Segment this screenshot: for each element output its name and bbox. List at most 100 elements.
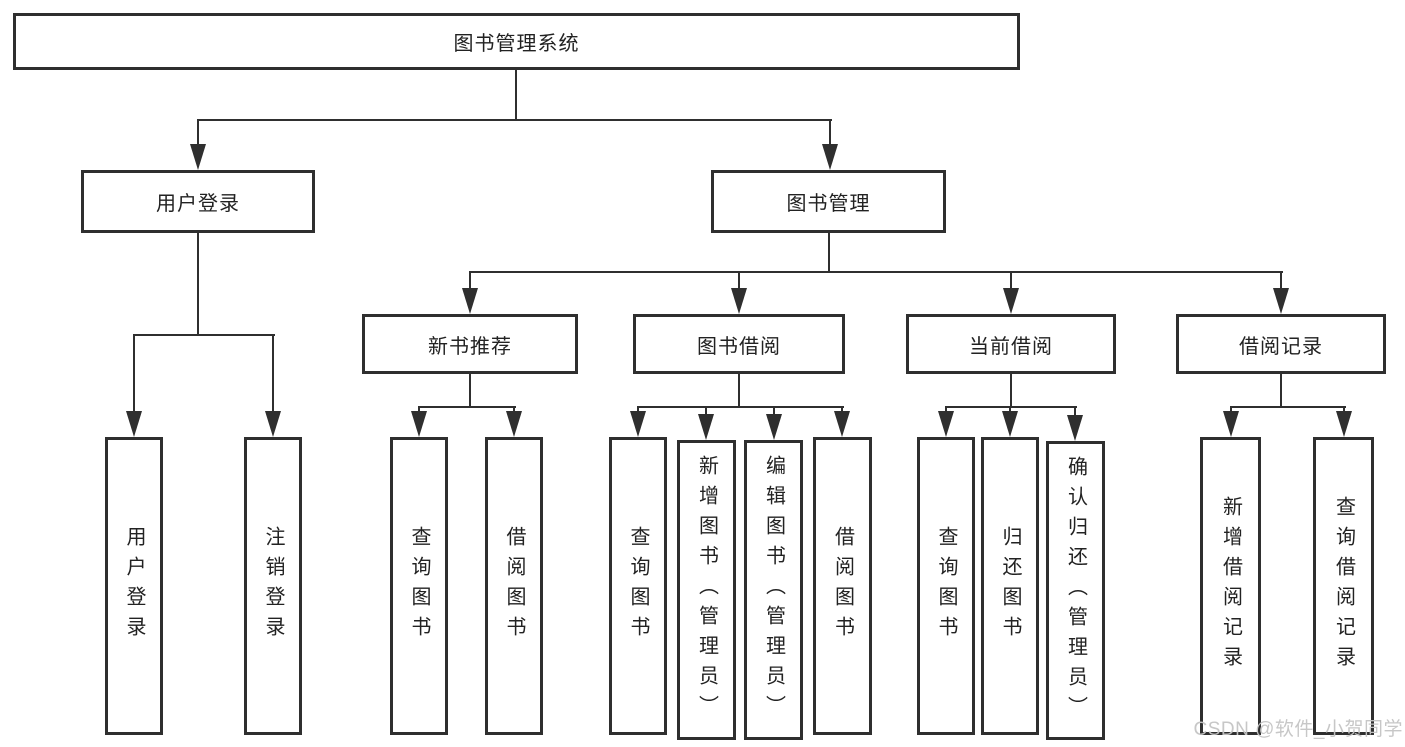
connector-vline: [197, 233, 199, 336]
connector-vline: [469, 374, 471, 408]
leaf-label: 借阅图书: [831, 526, 854, 646]
arrow-down: [698, 406, 714, 440]
arrow-head-icon: [506, 411, 522, 437]
leaf-add-book-admin: 新增图书（管理员）: [677, 440, 736, 740]
leaf-label: 查询图书: [935, 526, 957, 646]
arrow-shaft: [738, 271, 740, 296]
connector-hline: [637, 406, 844, 408]
arrow-down: [1336, 406, 1352, 437]
arrow-head-icon: [834, 411, 850, 437]
leaf-user-login: 用户登录: [105, 437, 163, 735]
arrow-down: [822, 119, 838, 170]
arrow-down: [630, 406, 646, 437]
node-current-borrowing: 当前借阅: [906, 314, 1116, 374]
arrow-head-icon: [1223, 411, 1239, 437]
arrow-head-icon: [822, 144, 838, 170]
leaf-edit-book-admin: 编辑图书（管理员）: [744, 440, 803, 740]
arrow-head-icon: [1003, 288, 1019, 314]
leaf-query-books-current: 查询图书: [917, 437, 975, 735]
connector-hline: [197, 119, 832, 121]
arrow-head-icon: [1273, 288, 1289, 314]
leaf-label: 查询图书: [627, 526, 649, 646]
leaf-query-books-borrowing: 查询图书: [609, 437, 667, 735]
arrow-head-icon: [1336, 411, 1352, 437]
node-label: 图书管理系统: [453, 33, 580, 55]
arrow-down: [731, 271, 747, 314]
arrow-shaft: [1074, 406, 1076, 423]
arrow-down: [1223, 406, 1239, 437]
connector-vline: [1010, 374, 1012, 408]
arrow-down: [1273, 271, 1289, 314]
leaf-logout: 注销登录: [244, 437, 302, 735]
arrow-head-icon: [1067, 415, 1083, 441]
arrow-shaft: [1010, 271, 1012, 296]
arrow-down: [462, 271, 478, 314]
connector-hline: [1230, 406, 1346, 408]
leaf-label: 注销登录: [262, 526, 284, 646]
leaf-label: 归还图书: [999, 526, 1021, 646]
watermark: CSDN @软件_小贺同学: [1193, 719, 1403, 740]
connector-hline: [945, 406, 1077, 408]
connector-vline: [828, 233, 830, 273]
arrow-head-icon: [938, 411, 954, 437]
leaf-return-books: 归还图书: [981, 437, 1039, 735]
arrow-head-icon: [630, 411, 646, 437]
arrow-shaft: [1280, 271, 1282, 296]
arrow-down: [126, 334, 142, 437]
arrow-down: [506, 406, 522, 437]
arrow-down: [834, 406, 850, 437]
arrow-shaft: [133, 334, 135, 419]
arrow-down: [1067, 406, 1083, 441]
leaf-add-borrow-record: 新增借阅记录: [1200, 437, 1261, 735]
node-label: 用户登录: [156, 193, 240, 215]
arrow-head-icon: [126, 411, 142, 437]
leaf-query-books-recommend: 查询图书: [390, 437, 448, 735]
arrow-head-icon: [265, 411, 281, 437]
leaf-borrow-books-recommend: 借阅图书: [485, 437, 543, 735]
arrow-down: [190, 119, 206, 170]
node-borrowing-records: 借阅记录: [1176, 314, 1386, 374]
leaf-label: 新增借阅记录: [1219, 496, 1242, 676]
leaf-label: 用户登录: [123, 526, 145, 646]
arrow-down: [411, 406, 427, 437]
arrow-shaft: [272, 334, 274, 419]
arrow-down: [265, 334, 281, 437]
node-label: 当前借阅: [969, 335, 1053, 358]
arrow-shaft: [829, 119, 831, 152]
arrow-head-icon: [411, 411, 427, 437]
node-book-management: 图书管理: [711, 170, 946, 233]
arrow-head-icon: [698, 414, 714, 440]
leaf-label: 查询借阅记录: [1332, 496, 1355, 676]
arrow-down: [1002, 406, 1018, 437]
connector-hline: [418, 406, 516, 408]
arrow-head-icon: [731, 288, 747, 314]
leaf-label: 借阅图书: [503, 526, 525, 646]
connector-hline: [133, 334, 275, 336]
leaf-confirm-return-admin: 确认归还（管理员）: [1046, 441, 1105, 740]
arrow-head-icon: [190, 144, 206, 170]
leaf-label: 查询图书: [408, 526, 430, 646]
node-label: 借阅记录: [1239, 335, 1323, 358]
leaf-label: 编辑图书（管理员）: [762, 455, 785, 725]
node-library-management-system: 图书管理系统: [13, 13, 1020, 70]
node-new-book-recommendation: 新书推荐: [362, 314, 578, 374]
node-user-login: 用户登录: [81, 170, 315, 233]
connector-hline: [469, 271, 1283, 273]
node-label: 新书推荐: [428, 335, 512, 358]
leaf-query-borrow-record: 查询借阅记录: [1313, 437, 1374, 735]
arrow-down: [766, 406, 782, 440]
node-book-borrowing: 图书借阅: [633, 314, 845, 374]
arrow-head-icon: [462, 288, 478, 314]
connector-vline: [515, 70, 517, 120]
connector-vline: [738, 374, 740, 408]
node-label: 图书借阅: [697, 335, 781, 358]
arrow-shaft: [197, 119, 199, 152]
arrow-shaft: [469, 271, 471, 296]
arrow-head-icon: [766, 414, 782, 440]
arrow-down: [1003, 271, 1019, 314]
arrow-down: [938, 406, 954, 437]
arrow-head-icon: [1002, 411, 1018, 437]
node-label: 图书管理: [786, 193, 871, 215]
connector-vline: [1280, 374, 1282, 408]
